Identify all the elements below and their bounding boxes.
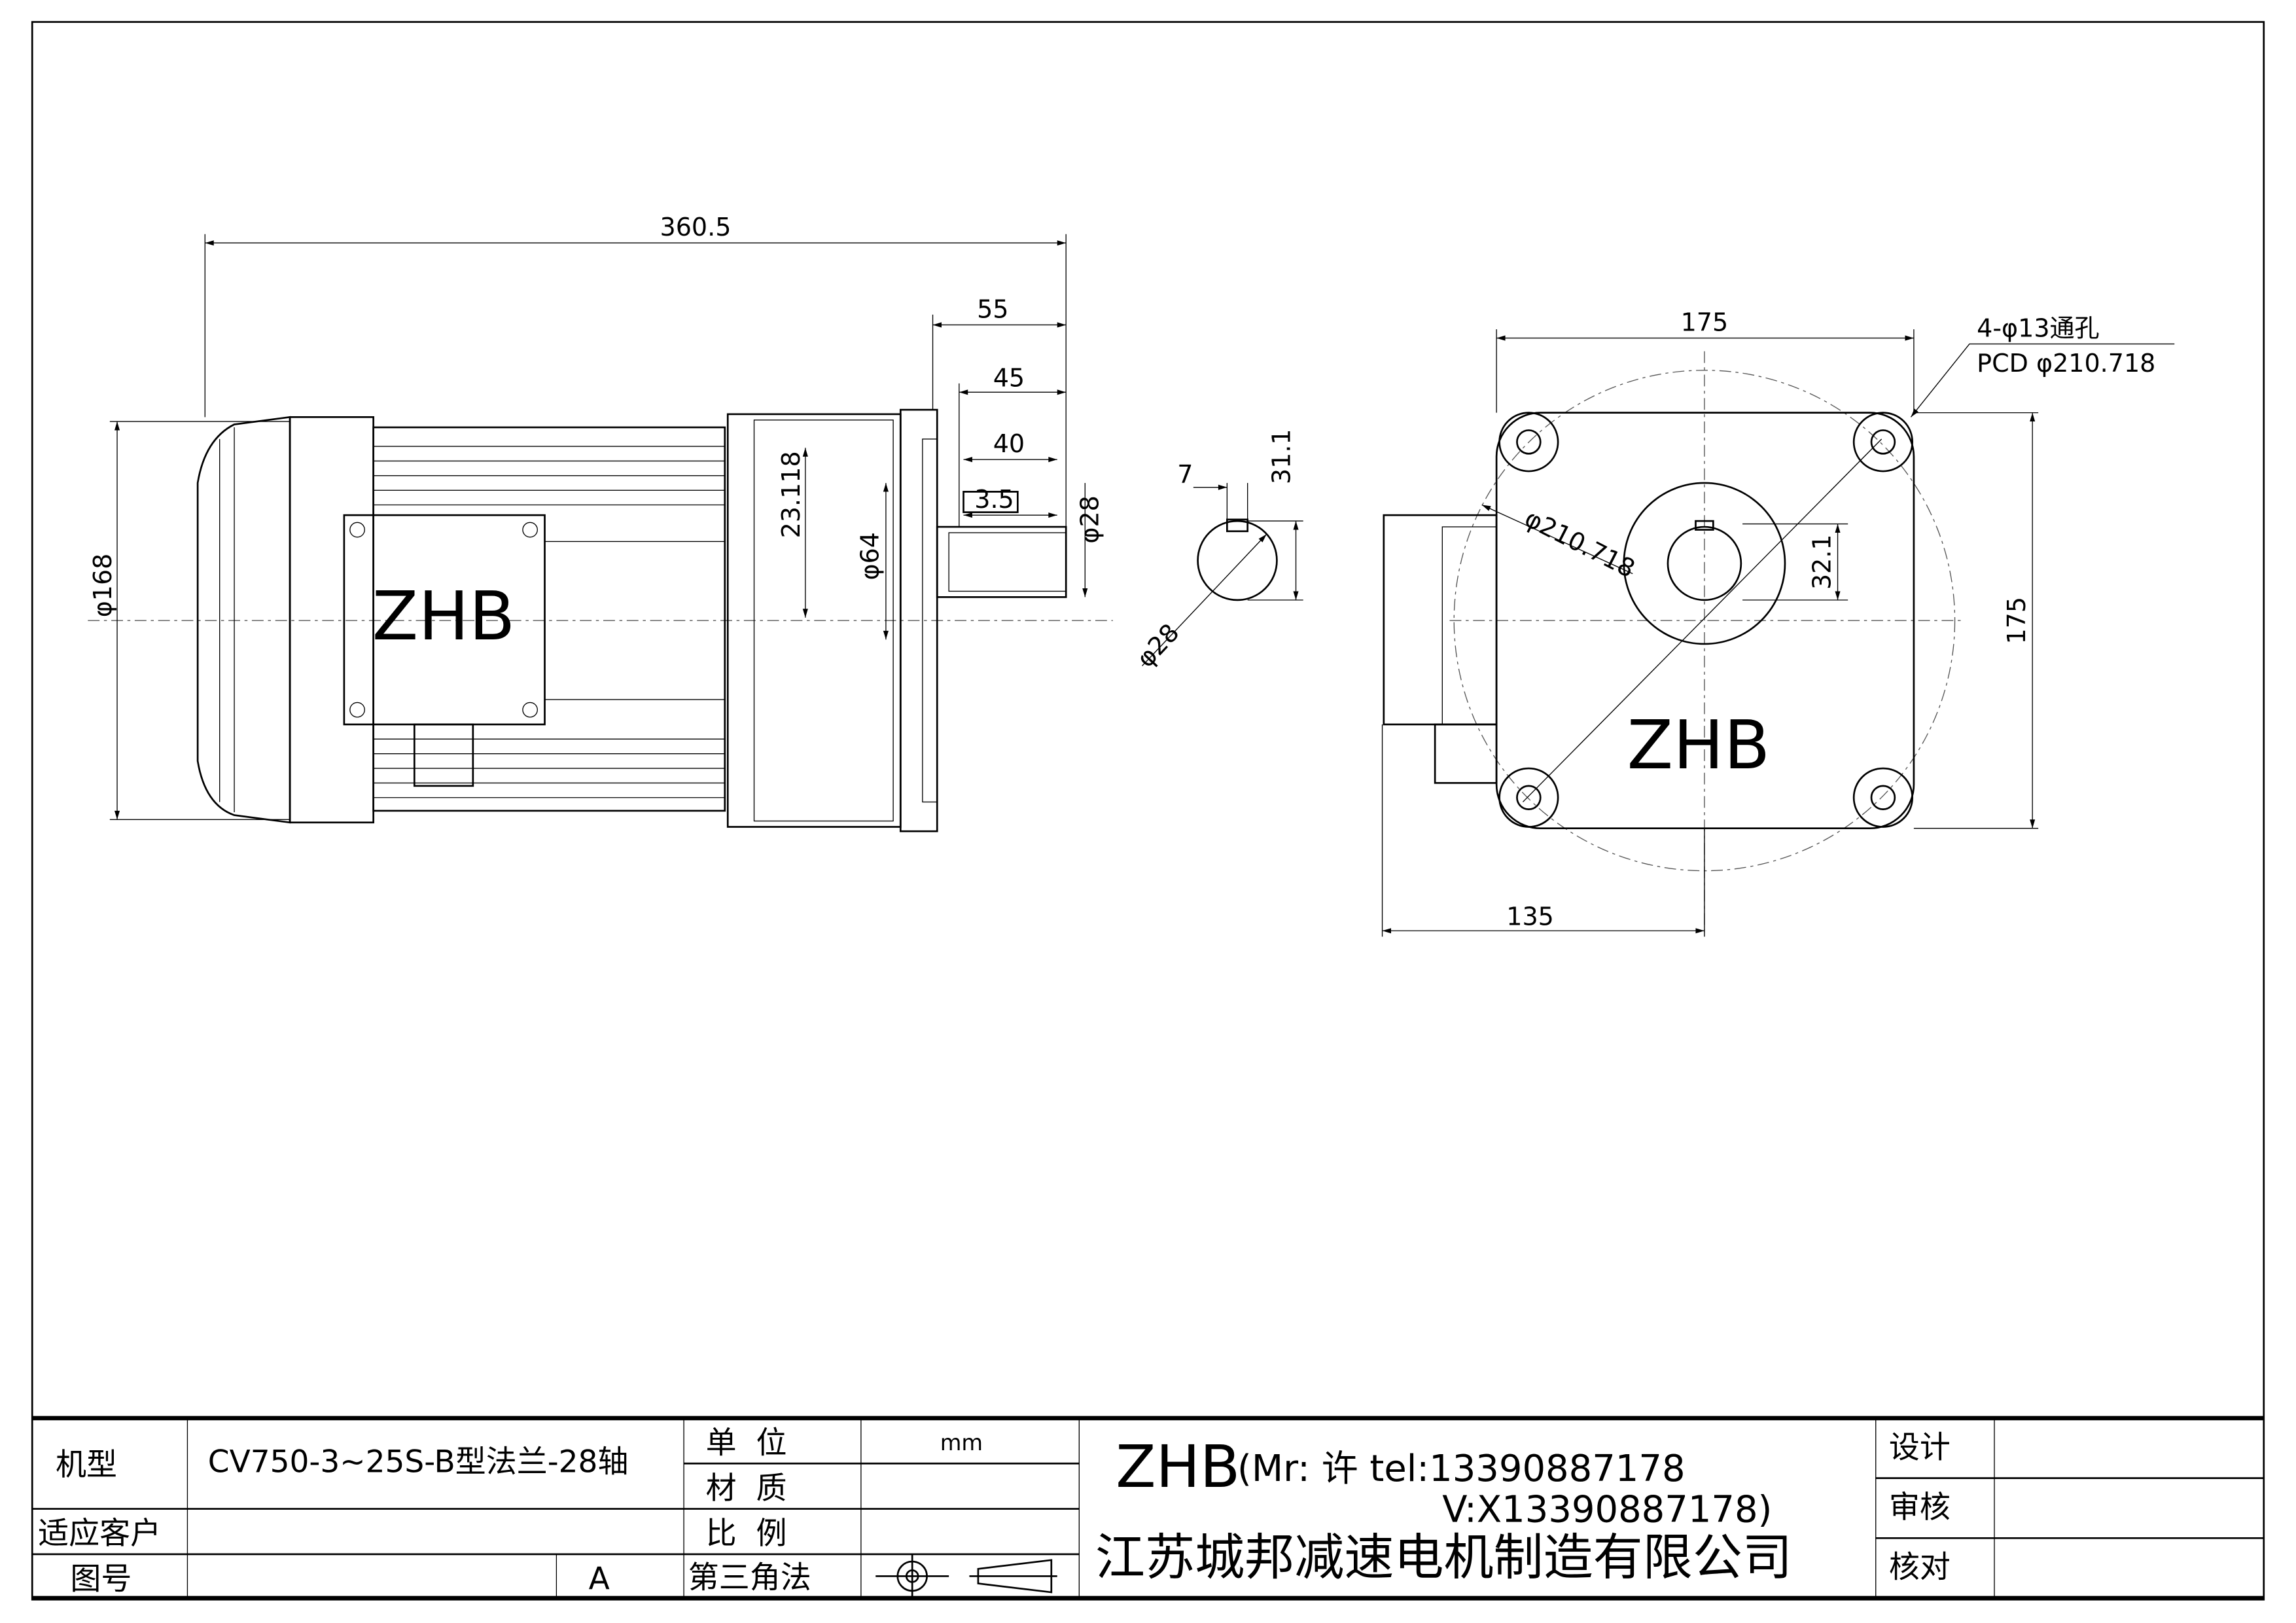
- boss: [1623, 482, 1786, 645]
- hole-note: 4-φ13通孔: [1977, 313, 2099, 342]
- flange-width: 175: [1681, 308, 1729, 336]
- front-view: ZHB: [1383, 351, 1962, 937]
- material-label: 材 质: [706, 1471, 787, 1507]
- flange-height: 175: [2002, 597, 2031, 645]
- shaft-dia: φ28: [1075, 495, 1104, 543]
- review-label: 审核: [1889, 1489, 1951, 1525]
- spigot-dia: φ64: [856, 532, 885, 580]
- unit-label: 单 位: [706, 1425, 787, 1461]
- model-label: 机型: [56, 1447, 117, 1483]
- company-name: 江苏城邦减速电机制造有限公司: [1095, 1528, 1792, 1586]
- side-dimensions: 360.5 55 45 40 3.5 φ28 23.118 φ64 φ168: [88, 213, 1104, 820]
- front-terminal-box: [1383, 514, 1498, 726]
- customer-label: 适应客户: [38, 1516, 161, 1552]
- front-dimensions: 175 175 135 32.1 φ210.718 4-φ13通孔 PCD φ2…: [1381, 308, 2175, 937]
- unit-value: mm: [940, 1430, 983, 1455]
- check-label: 核对: [1889, 1550, 1951, 1586]
- front-cable-gland: [1434, 723, 1498, 784]
- shaft-key: [963, 491, 1019, 514]
- output-shaft: [936, 526, 1067, 598]
- scale-label: 比 例: [706, 1516, 787, 1552]
- d3-5: 3.5: [974, 485, 1014, 514]
- front-logo: ZHB: [1627, 706, 1771, 785]
- side-logo: ZHB: [372, 577, 516, 656]
- contact-line1: (Mr: 许 tel:13390887178: [1237, 1448, 1686, 1490]
- motor-end-ring: [289, 416, 375, 824]
- motor-fins: [372, 426, 726, 812]
- d40: 40: [993, 429, 1025, 458]
- third-angle-projection-icon: [875, 1554, 1057, 1598]
- d55: 55: [977, 294, 1008, 323]
- side-view: ZHB: [88, 408, 1113, 832]
- company-brand: ZHB: [1116, 1433, 1240, 1501]
- front-shaft: [1667, 526, 1742, 601]
- overall-length: 360.5: [660, 213, 732, 241]
- d23-118: 23.118: [777, 451, 805, 538]
- shaft-section: 7 31.1 φ28: [1131, 429, 1303, 673]
- d45: 45: [993, 363, 1025, 392]
- title-block: 机型 CV750-3~25S-B型法兰-28轴 适应客户 图号 A 单 位 mm…: [32, 1416, 2264, 1601]
- key-depth: 32.1: [1807, 534, 1836, 590]
- key-height: 31.1: [1267, 429, 1296, 484]
- contact-line2: V:X13390887178): [1442, 1489, 1772, 1531]
- offset: 135: [1506, 902, 1554, 931]
- cable-gland: [413, 723, 474, 787]
- design-label: 设计: [1889, 1429, 1951, 1465]
- projection-label: 第三角法: [688, 1560, 811, 1596]
- key-width: 7: [1177, 460, 1193, 489]
- model-value: CV750-3~25S-B型法兰-28轴: [208, 1444, 629, 1480]
- sheet-border: [31, 21, 2265, 1601]
- pcd-dia: φ210.718: [1520, 503, 1639, 583]
- pcd-note: PCD φ210.718: [1977, 349, 2155, 378]
- revision: A: [589, 1561, 610, 1597]
- motor-dia: φ168: [88, 554, 117, 618]
- section-dia: φ28: [1131, 618, 1184, 673]
- fan-cover: [196, 416, 291, 824]
- drawing-no-label: 图号: [70, 1561, 132, 1597]
